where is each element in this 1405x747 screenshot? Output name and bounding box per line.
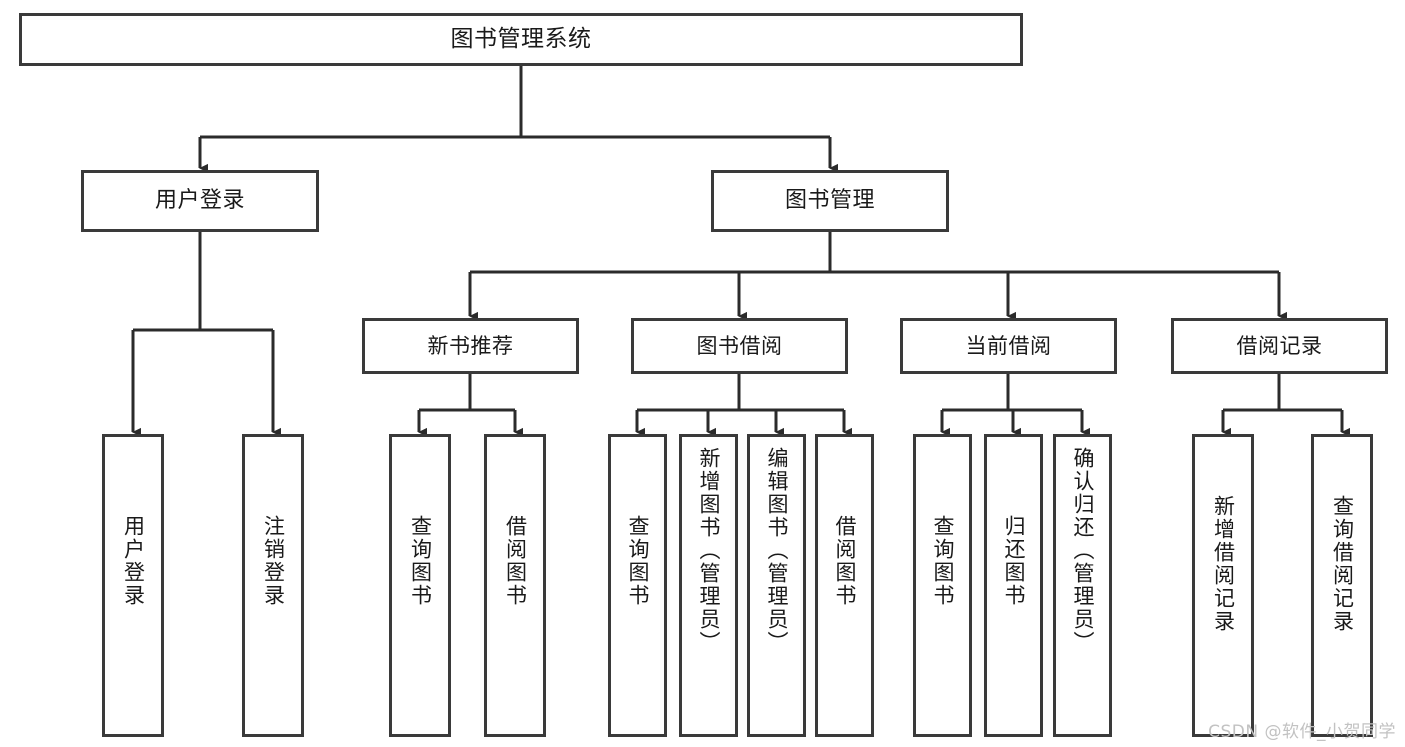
- node-leaf-查询图书-8[interactable]: 查询图书: [913, 434, 972, 737]
- node-root[interactable]: 图书管理系统: [19, 13, 1023, 66]
- node-l3-图书借阅-1[interactable]: 图书借阅: [631, 318, 848, 374]
- node-leaf-label: 注销登录: [261, 515, 286, 607]
- node-leaf-新增图书管理员-5[interactable]: 新增图书（管理员）: [679, 434, 738, 737]
- node-leaf-注销登录-1[interactable]: 注销登录: [242, 434, 304, 737]
- node-leaf-查询借阅记录-12[interactable]: 查询借阅记录: [1311, 434, 1373, 737]
- node-l2-图书管理-1[interactable]: 图书管理: [711, 170, 949, 232]
- node-l3-借阅记录-3[interactable]: 借阅记录: [1171, 318, 1388, 374]
- node-leaf-label: 新增借阅记录: [1211, 495, 1236, 633]
- node-leaf-借阅图书-7[interactable]: 借阅图书: [815, 434, 874, 737]
- watermark-text: CSDN @软件_小贺同学: [1208, 722, 1396, 742]
- node-leaf-借阅图书-3[interactable]: 借阅图书: [484, 434, 546, 737]
- node-l2-label: 用户登录: [154, 188, 245, 214]
- node-l3-label: 新书推荐: [427, 333, 514, 358]
- node-l2-label: 图书管理: [784, 188, 875, 214]
- node-leaf-label: 借阅图书: [833, 515, 858, 607]
- node-leaf-查询图书-4[interactable]: 查询图书: [608, 434, 667, 737]
- node-leaf-label: 归还图书: [1002, 515, 1027, 607]
- node-root-label: 图书管理系统: [450, 25, 592, 52]
- node-leaf-label: 查询借阅记录: [1330, 495, 1355, 633]
- node-leaf-编辑图书管理员-6[interactable]: 编辑图书（管理员）: [747, 434, 806, 737]
- node-leaf-label: 确认归还（管理员）: [1071, 447, 1096, 654]
- node-l2-用户登录-0[interactable]: 用户登录: [81, 170, 319, 232]
- node-l3-label: 图书借阅: [696, 333, 783, 358]
- wire-layer: [131, 66, 1351, 437]
- node-leaf-确认归还管理员-10[interactable]: 确认归还（管理员）: [1053, 434, 1112, 737]
- node-leaf-用户登录-0[interactable]: 用户登录: [102, 434, 164, 737]
- node-leaf-label: 编辑图书（管理员）: [765, 447, 790, 654]
- node-l3-label: 借阅记录: [1236, 333, 1323, 358]
- node-leaf-查询图书-2[interactable]: 查询图书: [389, 434, 451, 737]
- node-leaf-label: 用户登录: [121, 515, 146, 607]
- node-l3-label: 当前借阅: [965, 333, 1052, 358]
- node-leaf-label: 借阅图书: [503, 515, 528, 607]
- node-leaf-label: 查询图书: [626, 515, 651, 607]
- node-leaf-label: 查询图书: [931, 515, 956, 607]
- node-leaf-新增借阅记录-11[interactable]: 新增借阅记录: [1192, 434, 1254, 737]
- node-leaf-label: 新增图书（管理员）: [697, 447, 722, 654]
- node-l3-新书推荐-0[interactable]: 新书推荐: [362, 318, 579, 374]
- node-l3-当前借阅-2[interactable]: 当前借阅: [900, 318, 1117, 374]
- node-leaf-归还图书-9[interactable]: 归还图书: [984, 434, 1043, 737]
- node-leaf-label: 查询图书: [408, 515, 433, 607]
